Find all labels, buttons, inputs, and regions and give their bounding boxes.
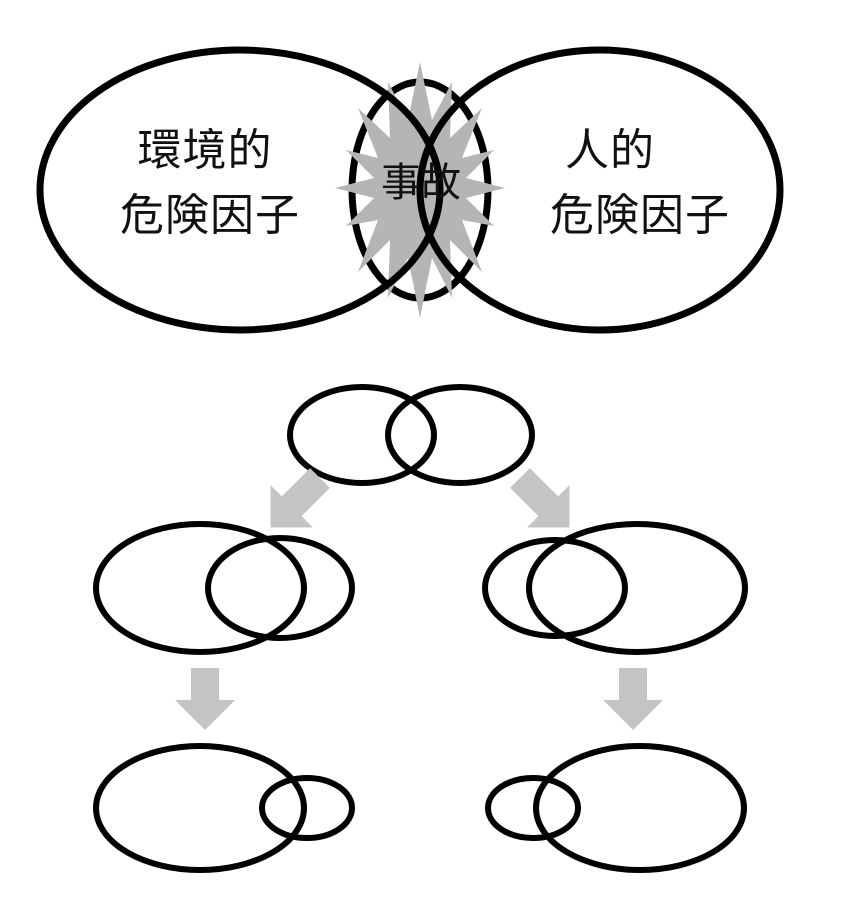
venn-bottom-left — [93, 743, 355, 873]
venn-bottom-right-small-ellipse — [485, 775, 581, 841]
venn-initial-right-ellipse — [385, 384, 535, 486]
right-label-line2: 危険因子 — [550, 190, 730, 241]
venn-middle-left-small-ellipse — [205, 535, 355, 641]
human-factor-ellipse — [416, 46, 784, 334]
accident-venn: 環境的 危険因子 人的 危険因子 事故 — [36, 46, 784, 334]
arrow-down-left-icon — [270, 468, 330, 528]
venn-bottom-right — [485, 743, 747, 873]
venn-bottom-left-big-ellipse — [93, 743, 307, 873]
venn-middle-left — [93, 521, 355, 655]
left-label-line2: 危険因子 — [120, 190, 300, 241]
venn-middle-right-big-ellipse — [526, 521, 748, 655]
venn-initial-left-ellipse — [287, 384, 437, 486]
right-label-line1: 人的 — [565, 125, 655, 176]
center-label: 事故 — [381, 160, 461, 206]
arrow-down-icon-left — [175, 668, 235, 730]
venn-middle-right — [482, 521, 748, 655]
venn-bottom-left-small-ellipse — [259, 775, 355, 841]
arrow-down-icon-right — [603, 668, 663, 730]
environmental-factor-ellipse — [36, 46, 444, 334]
left-label-line1: 環境的 — [138, 125, 273, 176]
arrow-down-right-icon — [510, 468, 570, 528]
venn-bottom-right-big-ellipse — [533, 743, 747, 873]
venn-middle-right-small-ellipse — [482, 537, 628, 639]
venn-initial — [287, 384, 535, 486]
venn-middle-left-big-ellipse — [93, 521, 307, 655]
